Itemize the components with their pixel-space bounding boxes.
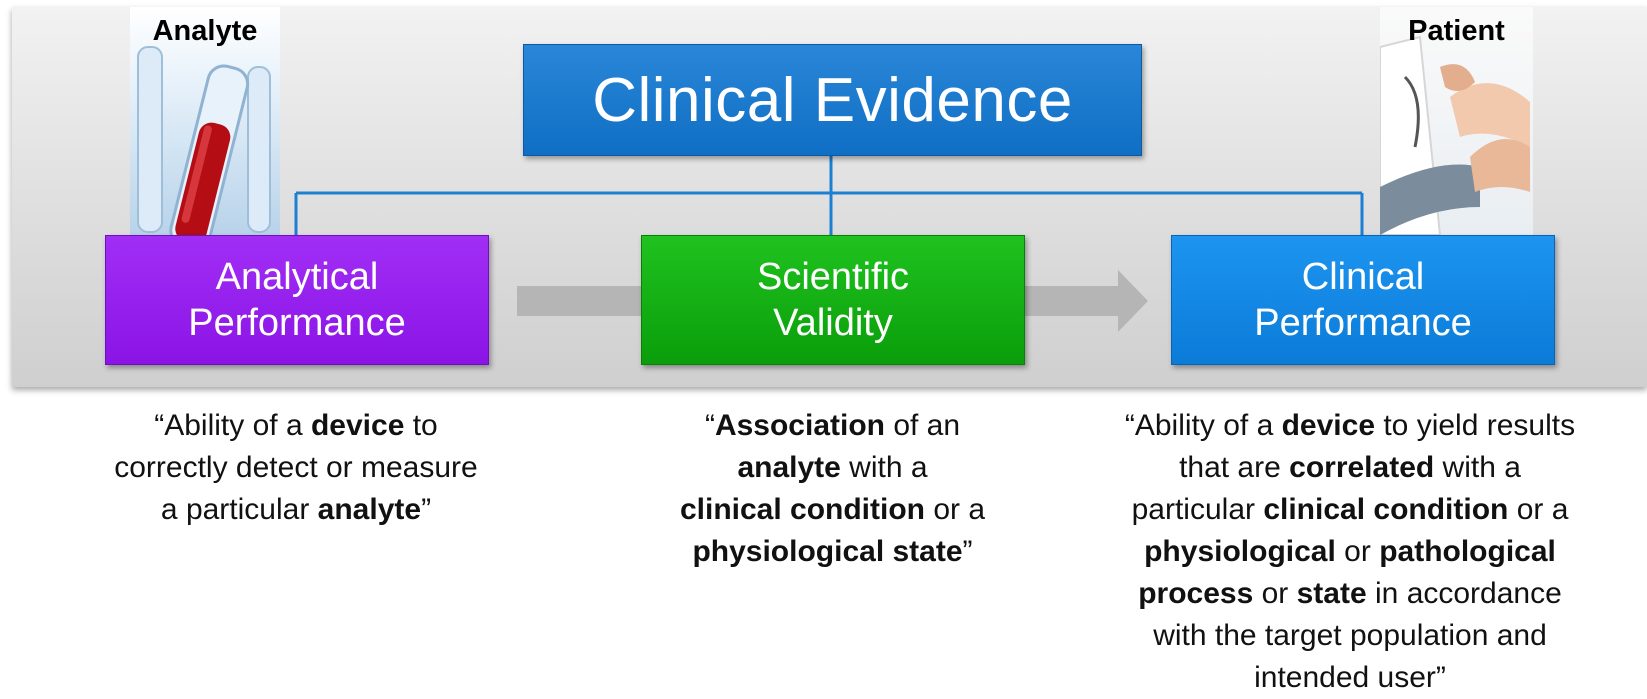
description-line: clinical condition or a	[640, 489, 1025, 531]
doctor-checking-pulse-icon	[1380, 35, 1530, 235]
description-line: analyte with a	[640, 447, 1025, 489]
description-bold-run: correlated	[1289, 451, 1435, 484]
description-run: or	[1335, 535, 1380, 568]
description-line: physiological or pathological	[1085, 531, 1615, 573]
description-run: correctly detect or measure	[114, 451, 478, 484]
test-tube-blood-icon	[137, 46, 271, 235]
description-run: of an	[884, 409, 961, 442]
description-run: that are	[1179, 451, 1290, 484]
description-line: a particular analyte”	[70, 489, 522, 531]
description-line: “Ability of a device to yield results	[1085, 405, 1615, 447]
clinical-evidence-box: Clinical Evidence	[523, 44, 1142, 156]
description-line: physiological state”	[640, 531, 1025, 573]
description-bold-run: pathological	[1379, 535, 1556, 568]
description-bold-run: clinical condition	[679, 493, 925, 526]
scientific-validity-box: Scientific Validity	[641, 235, 1025, 365]
description-line: process or state in accordance	[1085, 573, 1615, 615]
description-bold-run: physiological state	[692, 535, 963, 568]
description-line: with the target population and	[1085, 615, 1615, 657]
description-run: or	[1253, 577, 1297, 610]
analyte-photo: Analyte	[130, 7, 280, 235]
description-bold-run: Association	[714, 409, 885, 442]
clinical-performance-box: Clinical Performance	[1171, 235, 1555, 365]
arrow-right	[1023, 270, 1148, 332]
description-line: correctly detect or measure	[70, 447, 522, 489]
analytical-performance-box: Analytical Performance	[105, 235, 489, 365]
description-run: a particular	[160, 493, 318, 526]
clinical-performance-label: Clinical Performance	[1254, 256, 1472, 344]
description-run: particular	[1131, 493, 1264, 526]
description-run: intended user”	[1254, 661, 1446, 694]
description-run: with the target population and	[1153, 619, 1547, 652]
description-run: “Ability of a	[1124, 409, 1282, 442]
arrow-left-shaft	[517, 286, 643, 316]
description-run: or a	[1508, 493, 1569, 526]
description-bold-run: device	[1281, 409, 1376, 442]
description-run: to yield results	[1375, 409, 1576, 442]
clinical-evidence-label: Clinical Evidence	[592, 65, 1073, 135]
description-line: intended user”	[1085, 657, 1615, 699]
description-run: ”	[962, 535, 973, 568]
description-run: or a	[925, 493, 986, 526]
description-run: with a	[840, 451, 928, 484]
description-line: particular clinical condition or a	[1085, 489, 1615, 531]
description-run: to	[404, 409, 438, 442]
patient-caption: Patient	[1408, 15, 1505, 47]
description-run: ”	[421, 493, 432, 526]
description-bold-run: device	[310, 409, 405, 442]
description-run: in accordance	[1366, 577, 1562, 610]
analyte-caption: Analyte	[152, 15, 258, 47]
description-run: with a	[1434, 451, 1521, 484]
description-bold-run: state	[1296, 577, 1367, 610]
description-line: “Association of an	[640, 405, 1025, 447]
scientific-validity-label: Scientific Validity	[756, 256, 910, 344]
patient-photo: Patient	[1380, 7, 1533, 235]
description-run: “Ability of a	[154, 409, 311, 442]
description-bold-run: analyte	[317, 493, 422, 526]
description-bold-run: analyte	[737, 451, 841, 484]
description-bold-run: clinical condition	[1263, 493, 1509, 526]
description-line: that are correlated with a	[1085, 447, 1615, 489]
analytical-performance-description: “Ability of a device to correctly detect …	[70, 405, 522, 531]
analytical-performance-label: Analytical Performance	[188, 256, 406, 344]
description-line: “Ability of a device to	[70, 405, 522, 447]
description-bold-run: process	[1138, 577, 1254, 610]
description-bold-run: physiological	[1144, 535, 1336, 568]
description-run: “	[704, 409, 715, 442]
